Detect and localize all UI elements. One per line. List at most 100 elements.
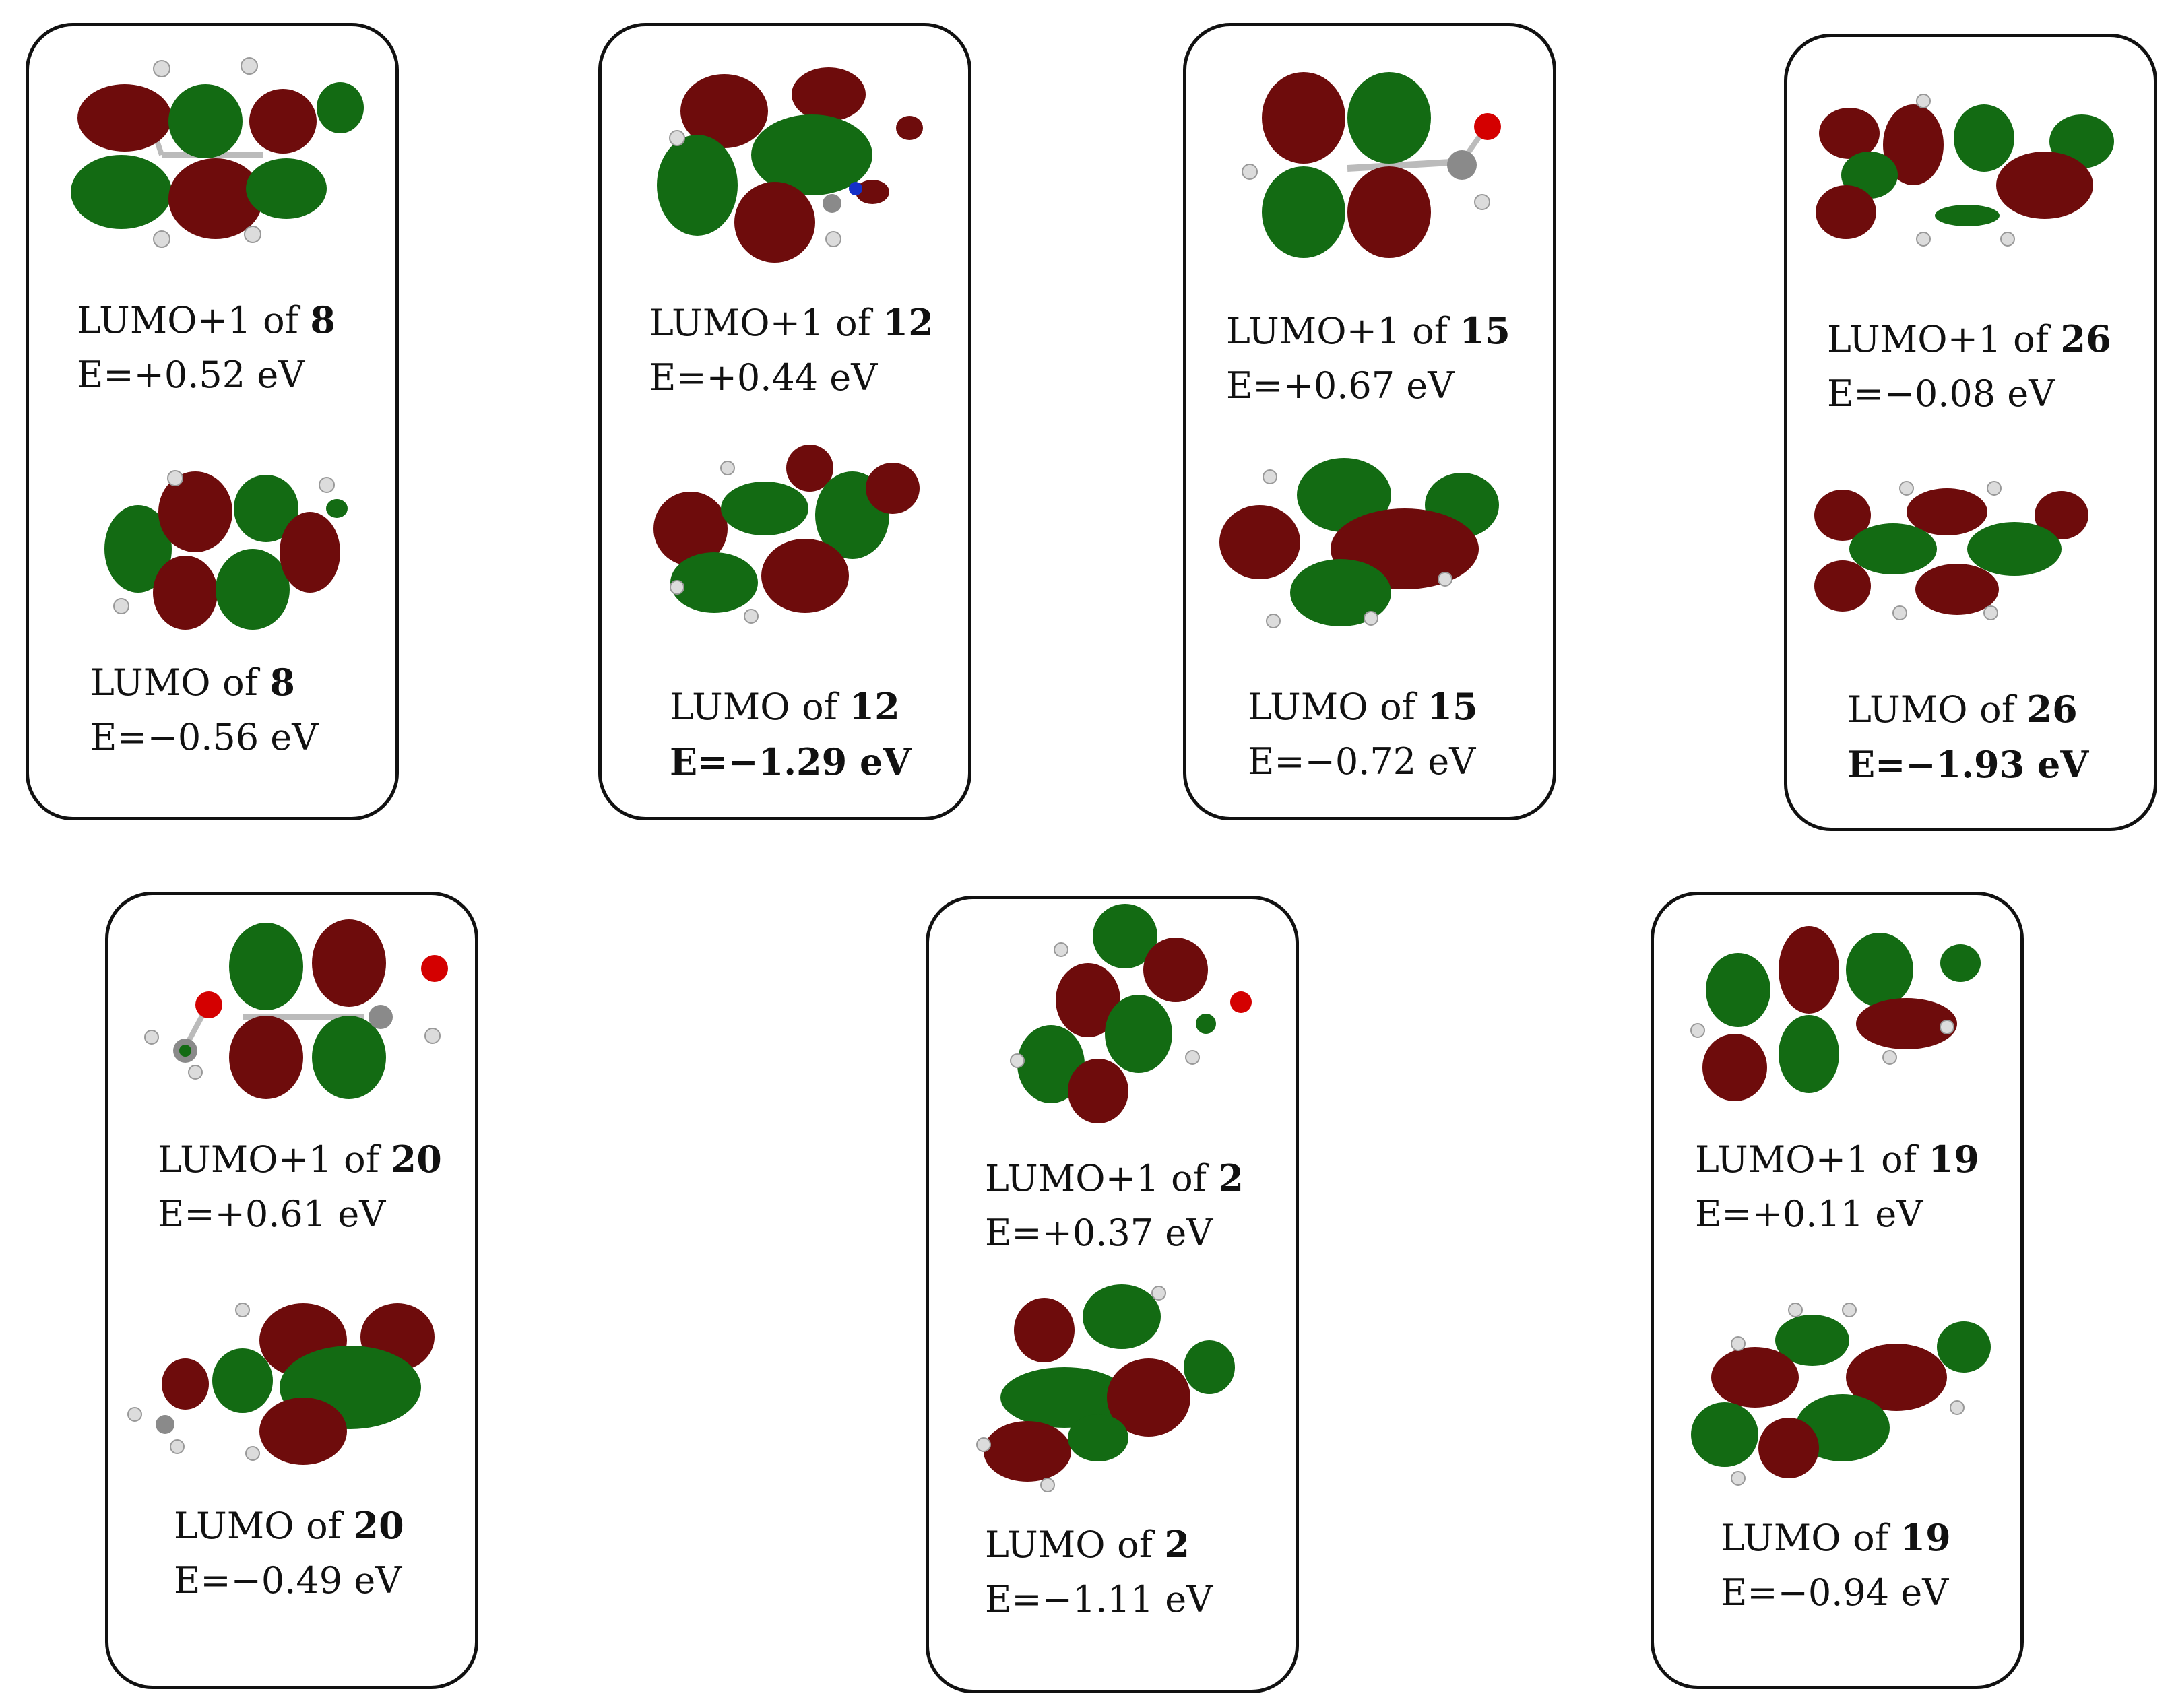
lumo-orbital-19 [1691, 1303, 1991, 1486]
negative-lobe [896, 116, 923, 140]
positive-lobe [179, 1045, 191, 1057]
positive-lobe [168, 84, 243, 158]
positive-lobe [670, 552, 758, 613]
orbital-card-12 [598, 23, 971, 820]
negative-lobe [280, 512, 340, 593]
positive-lobe [216, 549, 290, 630]
hydrogen-atom [241, 57, 258, 75]
lumo-plus1-energy-2: E=+0.37 eV [985, 1212, 1213, 1254]
lumo-orbital-12 [653, 445, 920, 624]
hydrogen-atom [2000, 232, 2015, 247]
hydrogen-atom [1438, 572, 1452, 587]
negative-lobe [77, 84, 172, 152]
lumo-plus1-energy-19: E=+0.11 eV [1695, 1193, 1923, 1235]
hydrogen-atom [1940, 1020, 1954, 1034]
negative-lobe [1883, 104, 1944, 185]
lumo-plus1-orbital-15 [1242, 72, 1501, 258]
negative-lobe [856, 180, 889, 204]
hydrogen-atom [1882, 1050, 1897, 1065]
positive-lobe [1940, 944, 1981, 982]
positive-lobe [657, 135, 738, 236]
lumo-label-8: LUMO of 8 [90, 661, 296, 704]
negative-lobe [1819, 108, 1880, 159]
negative-lobe [866, 463, 920, 514]
hydrogen-atom [170, 1439, 185, 1454]
positive-lobe [1196, 1014, 1216, 1034]
orbital-card-19 [1651, 892, 2024, 1689]
hydrogen-atom [1899, 481, 1914, 496]
negative-lobe [162, 1358, 209, 1410]
hydrogen-atom [720, 461, 735, 475]
negative-lobe [1814, 490, 1871, 541]
lumo-plus1-energy-15: E=+0.67 eV [1226, 364, 1455, 407]
negative-lobe [229, 1016, 303, 1099]
positive-lobe [721, 482, 808, 535]
hydrogen-atom [1892, 605, 1907, 620]
positive-lobe [1849, 523, 1937, 574]
negative-lobe [1014, 1298, 1075, 1362]
lumo-plus1-orbital-8 [71, 57, 364, 248]
lumo-plus1-label-20: LUMO+1 of 20 [158, 1138, 442, 1181]
positive-lobe [1184, 1340, 1235, 1394]
hydrogen-atom [1474, 194, 1490, 210]
positive-lobe [1795, 1394, 1890, 1461]
negative-lobe [680, 74, 768, 148]
negative-lobe [1856, 998, 1957, 1049]
lumo-label-2: LUMO of 2 [985, 1523, 1190, 1566]
lumo-plus1-orbital-26 [1816, 94, 2114, 247]
positive-lobe [312, 1016, 386, 1099]
negative-lobe [168, 158, 263, 239]
lumo-energy-2: E=−1.11 eV [985, 1578, 1213, 1620]
negative-lobe [259, 1398, 347, 1465]
lumo-plus1-label-8: LUMO+1 of 8 [77, 298, 336, 341]
hydrogen-atom [825, 231, 841, 247]
lumo-plus1-label-15: LUMO+1 of 15 [1226, 309, 1510, 352]
hydrogen-atom [1010, 1053, 1025, 1068]
negative-lobe [1915, 564, 1999, 615]
negative-lobe [1814, 560, 1871, 612]
negative-lobe [158, 471, 232, 552]
hydrogen-atom [1242, 164, 1258, 180]
hydrogen-atom [670, 580, 684, 595]
lumo-plus1-label-26: LUMO+1 of 26 [1827, 317, 2111, 360]
lumo-plus1-orbital-2 [1010, 904, 1252, 1123]
positive-lobe [1775, 1315, 1849, 1366]
lumo-plus1-orbital-19 [1690, 926, 1981, 1101]
positive-lobe [1347, 72, 1431, 164]
hydrogen-atom [245, 1446, 260, 1461]
positive-lobe [234, 475, 298, 542]
hydrogen-atom [1266, 614, 1281, 628]
negative-lobe [1262, 72, 1345, 164]
negative-lobe [1056, 963, 1120, 1037]
lumo-orbital-8 [104, 470, 348, 630]
positive-lobe [1093, 904, 1157, 968]
hydrogen-atom [144, 1030, 159, 1045]
positive-lobe [1779, 1015, 1839, 1093]
lumo-plus1-orbital-12 [657, 67, 923, 263]
hydrogen-atom [1731, 1471, 1746, 1486]
positive-lobe [326, 499, 348, 518]
nitrogen-atom [849, 182, 862, 195]
lumo-plus1-label-2: LUMO+1 of 2 [985, 1156, 1244, 1200]
hydrogen-atom [235, 1303, 250, 1317]
oxygen-atom [421, 955, 448, 982]
lumo-label-12: LUMO of 12 [670, 685, 900, 728]
negative-lobe [1816, 185, 1876, 239]
carbon-atom [823, 194, 841, 213]
negative-lobe [153, 556, 218, 630]
hydrogen-atom [1263, 469, 1277, 484]
positive-lobe [1083, 1284, 1161, 1349]
negative-lobe [1711, 1347, 1799, 1408]
hydrogen-atom [1916, 94, 1931, 108]
negative-lobe [734, 182, 815, 263]
orbital-card-20 [105, 892, 478, 1689]
lumo-plus1-label-19: LUMO+1 of 19 [1695, 1138, 1979, 1181]
lumo-plus1-energy-20: E=+0.61 eV [158, 1193, 386, 1235]
carbon-atom [369, 1005, 393, 1029]
lumo-orbital-2 [976, 1284, 1235, 1492]
hydrogen-atom [167, 470, 183, 486]
negative-lobe [1779, 926, 1839, 1014]
negative-lobe [2035, 491, 2088, 539]
hydrogen-atom [1916, 232, 1931, 247]
hydrogen-atom [188, 1065, 203, 1080]
